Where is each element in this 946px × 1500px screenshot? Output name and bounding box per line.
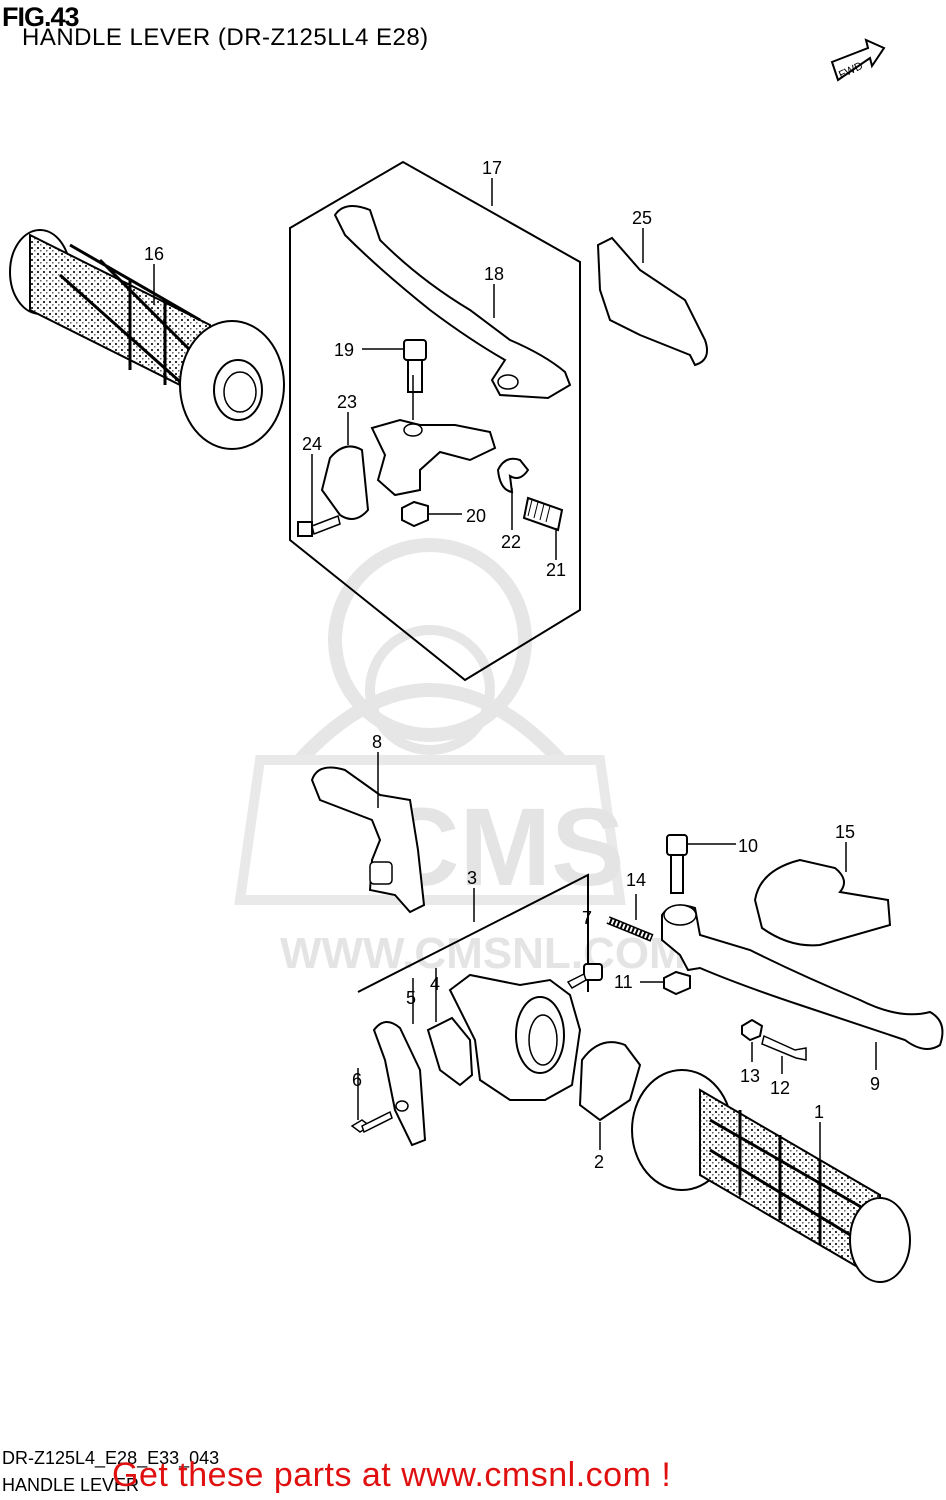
- left-grip: [9, 229, 285, 450]
- adjuster-washer: [496, 457, 530, 494]
- callout-7: 7: [582, 908, 592, 928]
- throttle-pipe: [578, 1041, 642, 1122]
- callout-1: 1: [814, 1102, 824, 1122]
- callout-14: 14: [626, 870, 646, 890]
- callout-23: 23: [337, 392, 357, 412]
- clamp-screw: [297, 514, 341, 537]
- callout-17: 17: [482, 158, 502, 178]
- callout-22: 22: [501, 532, 521, 552]
- page-title: HANDLE LEVER (DR-Z125LL4 E28): [22, 24, 429, 51]
- callout-21: 21: [546, 560, 566, 580]
- case-cover: [426, 1016, 474, 1087]
- clutch-assembly-frame: [289, 160, 581, 682]
- callout-19: 19: [334, 340, 354, 360]
- diagram-name: HANDLE LEVER: [2, 1475, 140, 1495]
- brake-pivot-bolt: [666, 834, 688, 894]
- mount-screw: [566, 963, 603, 989]
- buy-parts-link[interactable]: Get these parts at www.cmsnl.com !: [112, 1456, 672, 1494]
- lever-cover: [596, 236, 708, 367]
- throttle-case: [448, 973, 582, 1101]
- holder-clamp: [320, 445, 370, 520]
- callout-5: 5: [406, 988, 416, 1008]
- callout-12: 12: [770, 1078, 790, 1098]
- callout-18: 18: [484, 264, 504, 284]
- callout-6: 6: [352, 1070, 362, 1090]
- clutch-lever: [333, 205, 572, 400]
- callout-11: 11: [614, 972, 633, 992]
- callout-10: 10: [738, 836, 758, 856]
- callout-2: 2: [594, 1152, 604, 1172]
- callout-4: 4: [430, 974, 440, 994]
- diagram-code: DR-Z125L4_E28_E33_043: [2, 1448, 220, 1468]
- callout-3: 3: [467, 868, 477, 888]
- brake-lever-pivot: [663, 904, 697, 926]
- pivot-bolt: [403, 339, 427, 393]
- callout-13: 13: [740, 1066, 760, 1086]
- cable-plate: [372, 1021, 427, 1147]
- pivot-nut: [663, 970, 691, 996]
- lock-nut: [401, 500, 429, 528]
- case-screw: [350, 1100, 409, 1134]
- watermark-url: WWW.CMSNL.COM: [280, 929, 686, 978]
- right-grip: [631, 1069, 911, 1283]
- lever-holder: [370, 418, 497, 497]
- leader-lines: [153, 178, 877, 1165]
- callout-16: 16: [144, 244, 164, 264]
- callouts: 1 2 3 4 5 6 7 8 9 10 11 12 13 14 15 16 1…: [144, 158, 880, 1172]
- callout-9: 9: [870, 1074, 880, 1094]
- adjuster-nut: [741, 1018, 764, 1042]
- adjuster-bolt: [522, 496, 564, 532]
- watermark: CMS WWW.CMSNL.COM: [234, 538, 686, 978]
- callout-20: 20: [466, 506, 486, 526]
- adjuster-screw: [761, 1034, 807, 1061]
- callout-25: 25: [632, 208, 652, 228]
- cable-guide: [310, 766, 426, 914]
- brake-lever-cover: [753, 858, 892, 947]
- fwd-arrow-icon: FWD: [830, 38, 886, 82]
- return-spring: [606, 916, 654, 942]
- figure-number: FIG.43: [2, 2, 80, 32]
- callout-24: 24: [302, 434, 322, 454]
- brake-lever: [661, 904, 944, 1050]
- callout-15: 15: [835, 822, 855, 842]
- callout-8: 8: [372, 732, 382, 752]
